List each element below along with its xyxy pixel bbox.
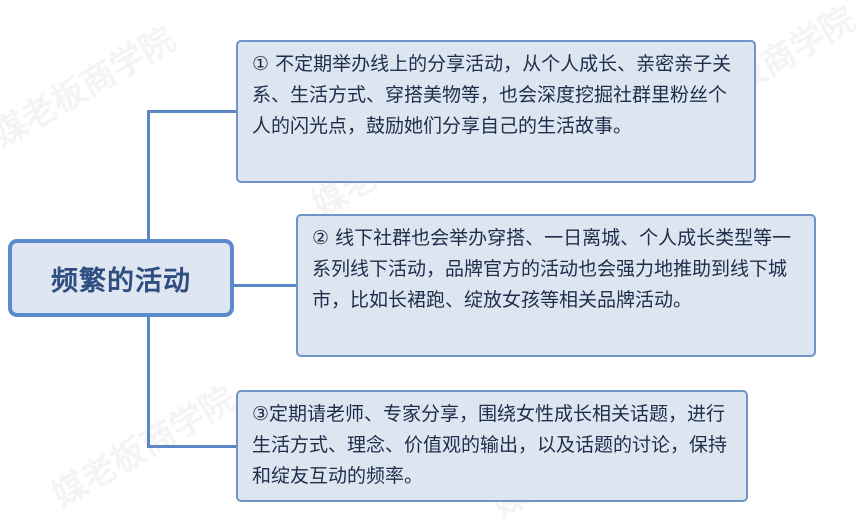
topic-2[interactable]: ② 线下社群也会举办穿搭、一日离城、个人成长类型等一系列线下活动，品牌官方的活动… bbox=[296, 214, 816, 357]
connector-topic-3 bbox=[147, 445, 237, 448]
topic-2-label: ② 线下社群也会举办穿搭、一日离城、个人成长类型等一系列线下活动，品牌官方的活动… bbox=[312, 227, 792, 311]
topic-3-label: ③定期请老师、专家分享，围绕女性成长相关话题，进行生活方式、理念、价值观的输出，… bbox=[252, 403, 728, 487]
connector-topic-1 bbox=[147, 110, 237, 113]
topic-1-label: ① 不定期举办线上的分享活动，从个人成长、亲密亲子关系、生活方式、穿搭美物等，也… bbox=[252, 53, 732, 137]
central-topic-label: 频繁的活动 bbox=[51, 265, 191, 297]
topic-3[interactable]: ③定期请老师、专家分享，围绕女性成长相关话题，进行生活方式、理念、价值观的输出，… bbox=[236, 390, 748, 502]
central-topic[interactable]: 频繁的活动 bbox=[8, 239, 234, 317]
connector-topic-2 bbox=[232, 284, 298, 287]
watermark: 媒老板商学院 bbox=[0, 19, 183, 156]
topic-1[interactable]: ① 不定期举办线上的分享活动，从个人成长、亲密亲子关系、生活方式、穿搭美物等，也… bbox=[236, 40, 756, 183]
